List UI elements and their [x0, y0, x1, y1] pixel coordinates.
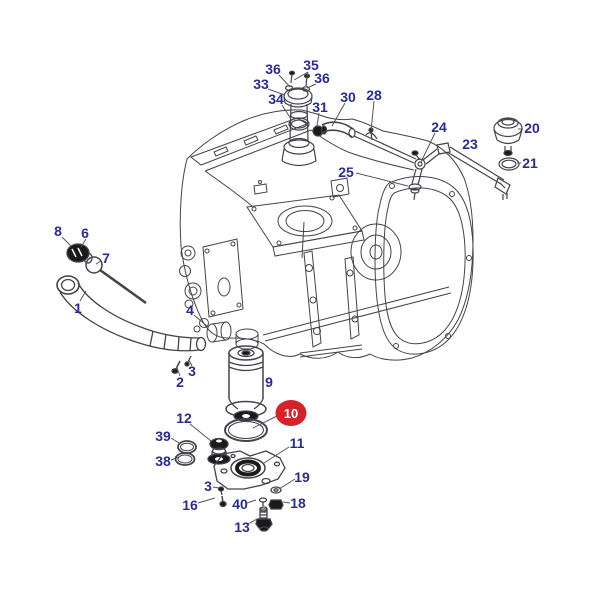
screw-3-lower	[217, 486, 225, 496]
part-label-36-b: 36	[314, 70, 330, 86]
part-label-28: 28	[366, 87, 382, 103]
nut-18	[268, 499, 284, 510]
o-ring-34	[288, 117, 310, 131]
plug-13	[255, 506, 273, 532]
adapter-flange-11	[213, 450, 286, 490]
suction-tube-assembly	[56, 243, 207, 374]
part-label-21: 21	[522, 155, 538, 171]
part-label-3-lower: 3	[204, 478, 212, 494]
part-label-30: 30	[340, 89, 356, 105]
screw-2	[171, 360, 181, 374]
part-label-38: 38	[155, 453, 171, 469]
o-ring-39	[177, 440, 197, 454]
o-ring-38	[174, 452, 196, 466]
washer-19	[270, 486, 282, 494]
part-label-10-highlighted: 10	[275, 400, 307, 426]
part-label-7: 7	[102, 250, 110, 266]
part-label-6: 6	[81, 225, 89, 241]
part-label-16: 16	[182, 497, 198, 513]
o-ring-21	[498, 157, 520, 171]
dipstick-rod	[99, 268, 147, 305]
filler-cap-assembly	[281, 70, 317, 167]
part-label-24: 24	[431, 119, 447, 135]
suction-tube-1	[56, 275, 207, 352]
part-label-23: 23	[462, 136, 478, 152]
part-label-8: 8	[54, 223, 62, 239]
ring-7	[85, 256, 103, 274]
part-label-18: 18	[290, 495, 306, 511]
part-label-9: 9	[265, 374, 273, 390]
part-label-20: 20	[524, 120, 540, 136]
part-label-1: 1	[74, 300, 82, 316]
filter-assembly	[174, 345, 286, 532]
dipstick-tube-assembly	[408, 117, 523, 201]
dipstick-tube-23	[422, 142, 511, 200]
leader-lines	[61, 71, 523, 525]
filler-neck	[281, 103, 317, 167]
transmission-housing	[179, 109, 474, 361]
filler-cap-33	[283, 87, 313, 108]
part-label-19: 19	[294, 469, 310, 485]
screw-3-upper	[184, 355, 192, 367]
breather-hose-assembly	[312, 121, 417, 164]
part-label-3-upper: 3	[188, 363, 196, 379]
part-label-11: 11	[289, 435, 305, 451]
part-label-40: 40	[232, 496, 248, 512]
part-label-25: 25	[338, 164, 354, 180]
part-label-31: 31	[312, 99, 328, 115]
part-label-2: 2	[176, 374, 184, 390]
o-ring-10	[224, 418, 268, 442]
screw-16	[219, 495, 227, 508]
dipstick-cap-20	[493, 117, 523, 157]
part-label-12: 12	[176, 410, 192, 426]
part-label-36-a: 36	[265, 61, 281, 77]
hose-30	[321, 121, 354, 130]
banjo-fitting-24	[411, 150, 426, 170]
stud-40	[258, 497, 268, 506]
part-label-13: 13	[234, 519, 250, 535]
part-label-34: 34	[268, 91, 284, 107]
part-label-39: 39	[155, 428, 171, 444]
part-label-33: 33	[253, 76, 269, 92]
housing-entry-fitting-25	[408, 168, 423, 201]
part-label-35: 35	[303, 57, 319, 73]
part-label-4: 4	[186, 302, 194, 318]
filter-cartridge-9	[225, 345, 267, 422]
